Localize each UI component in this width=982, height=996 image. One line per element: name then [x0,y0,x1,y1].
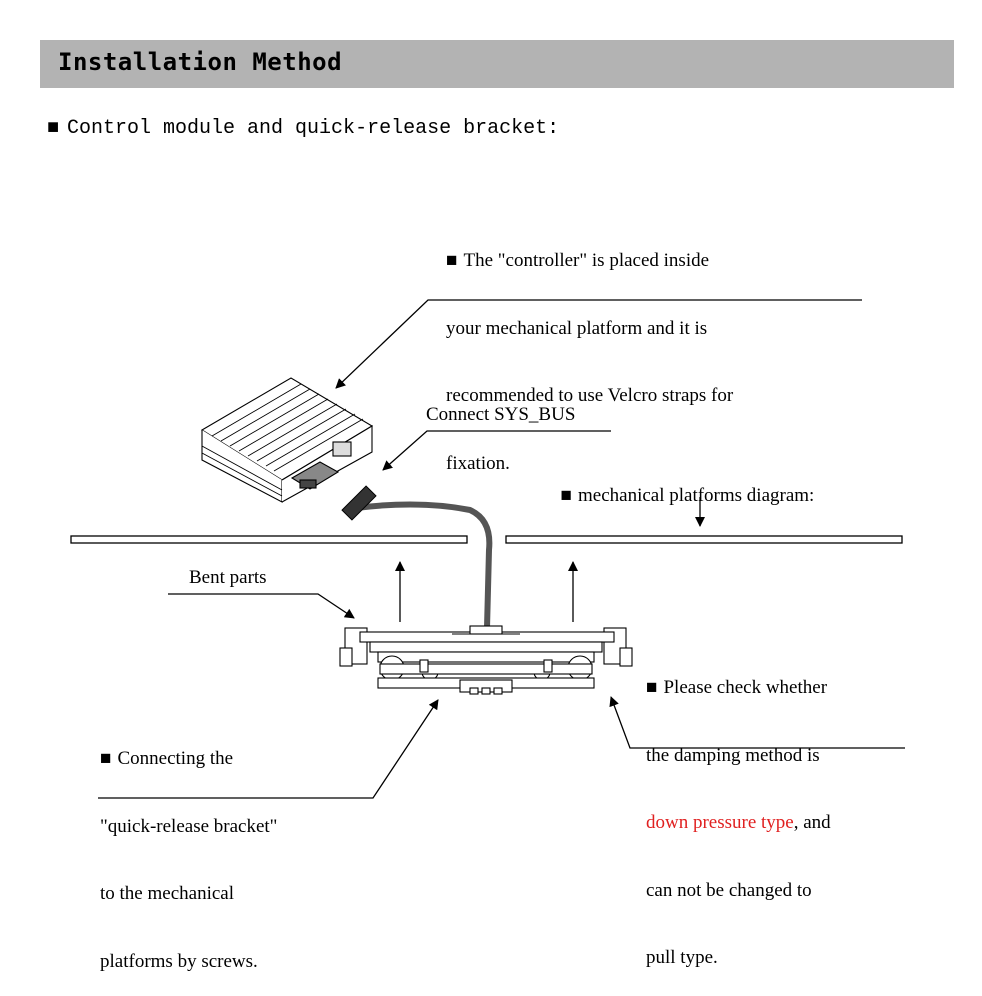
damping-note-line-3: , and [793,812,831,833]
platform-plate-left [70,535,468,544]
controller-leader-line [335,299,862,389]
damping-note-line-2: the damping method is [646,744,820,766]
platforms-diagram-text: mechanical platforms diagram: [577,484,815,506]
bracket-note-line-3: to the mechanical [100,883,234,904]
controller-note: ■The "controller" is placed inside your … [446,205,733,498]
cable-connector [341,485,377,521]
controller-box [200,377,374,503]
controller-note-line-3: recommended to use Velcro straps for [446,385,734,406]
platforms-diagram-label: ■mechanical platforms diagram: [551,462,815,507]
sysbus-cable [355,501,493,629]
section-heading: ■ Control module and quick-release bracke… [47,117,559,140]
bracket-leader-line [98,699,439,799]
bullet-square-icon: ■ [446,250,458,271]
bullet-square-icon: ■ [100,748,112,769]
bracket-note-line-2: "quick-release bracket" [100,815,278,837]
bent-parts-label: Bent parts [189,567,267,588]
damping-note-line-5: pull type. [646,947,718,968]
bent-leader-line [168,593,355,619]
bullet-square-icon: ■ [560,484,572,506]
controller-note-line-4: fixation. [446,452,510,474]
sysbus-leader-line [382,430,611,471]
damping-leader-line [609,696,905,749]
page-title: Installation Method [58,48,343,76]
section-heading-text: Control module and quick-release bracket… [67,117,560,140]
bracket-note-line-1: Connecting the [117,748,234,769]
damping-note-line-1: Please check whether [663,677,828,698]
damping-highlight: down pressure type [646,812,794,833]
platform-plate-right [505,535,903,544]
bullet-square-icon: ■ [47,117,60,140]
bullet-square-icon: ■ [646,677,658,698]
controller-note-line-2: your mechanical platform and it is [446,317,708,339]
bracket-note-line-4: platforms by screws. [100,950,258,972]
section-banner: Installation Method [40,40,954,88]
bracket-note: ■Connecting the "quick-release bracket" … [100,703,277,996]
damping-note-line-4: can not be changed to [646,879,812,901]
damping-note: ■Please check whether the damping method… [646,632,831,992]
quick-release-bracket [339,625,633,695]
installation-diagram [70,299,905,799]
connect-sysbus-label: Connect SYS_BUS [426,404,576,425]
controller-note-line-1: The "controller" is placed inside [463,250,710,271]
